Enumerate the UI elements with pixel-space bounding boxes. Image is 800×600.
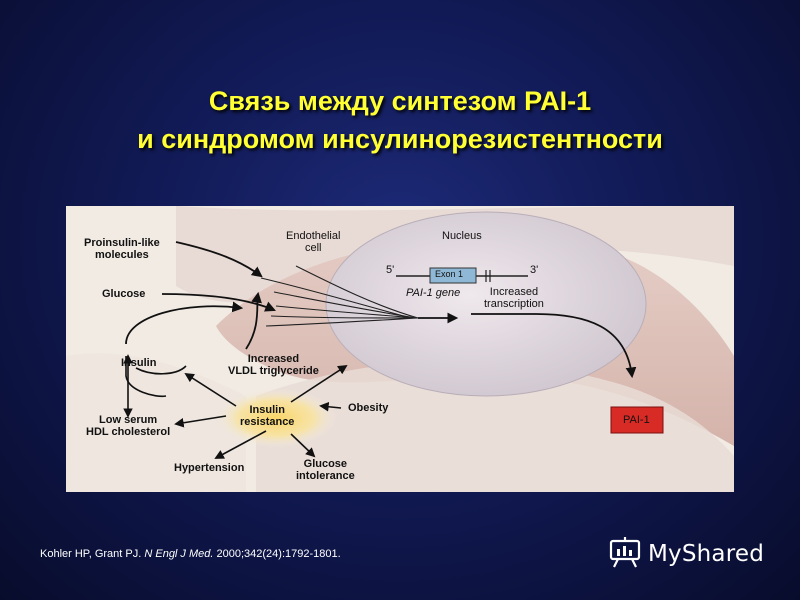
watermark: MyShared — [608, 536, 764, 572]
insulin-resistance-glow — [214, 388, 338, 448]
citation: Kohler HP, Grant PJ. N Engl J Med. 2000;… — [40, 548, 341, 560]
label-five-prime: 5' — [386, 264, 395, 276]
label-vldl: Increased VLDL triglyceride — [228, 353, 319, 377]
label-insulin: Insulin — [121, 357, 157, 369]
label-proinsulin: Proinsulin-like molecules — [84, 237, 160, 261]
label-increased-transcription: Increased transcription — [484, 286, 544, 310]
watermark-text: MyShared — [648, 541, 765, 567]
label-exon: Exon 1 — [435, 269, 464, 279]
label-obesity: Obesity — [348, 402, 389, 414]
slide-title-line-1: Связь между синтезом PAI-1 — [208, 86, 592, 116]
label-insulin-resistance: Insulin resistance — [240, 404, 295, 428]
pai1-pathway-diagram: Proinsulin-like molecules Glucose Insuli… — [66, 206, 734, 492]
label-pai1-gene: PAI-1 gene — [406, 287, 461, 299]
nucleus-shape — [325, 211, 647, 397]
presentation-board-icon — [608, 535, 642, 573]
diagram-canvas — [66, 206, 734, 492]
label-nucleus: Nucleus — [442, 230, 482, 242]
label-hypertension: Hypertension — [174, 462, 245, 474]
pai1-output-box — [610, 406, 664, 434]
cell-membrane-lower — [256, 360, 734, 492]
label-low-hdl: Low serum HDL cholesterol — [86, 414, 171, 438]
slide-title-line-2: и синдромом инсулинорезистентности — [137, 124, 663, 154]
label-glucose-intolerance: Glucose intolerance — [296, 458, 355, 482]
label-glucose: Glucose — [102, 288, 146, 300]
label-three-prime: 3' — [530, 264, 539, 276]
cell-membrane-left — [66, 353, 246, 492]
label-pai1-box: PAI-1 — [623, 414, 650, 426]
label-endothelial-cell: Endothelial cell — [286, 230, 341, 254]
exon-box — [429, 267, 477, 284]
